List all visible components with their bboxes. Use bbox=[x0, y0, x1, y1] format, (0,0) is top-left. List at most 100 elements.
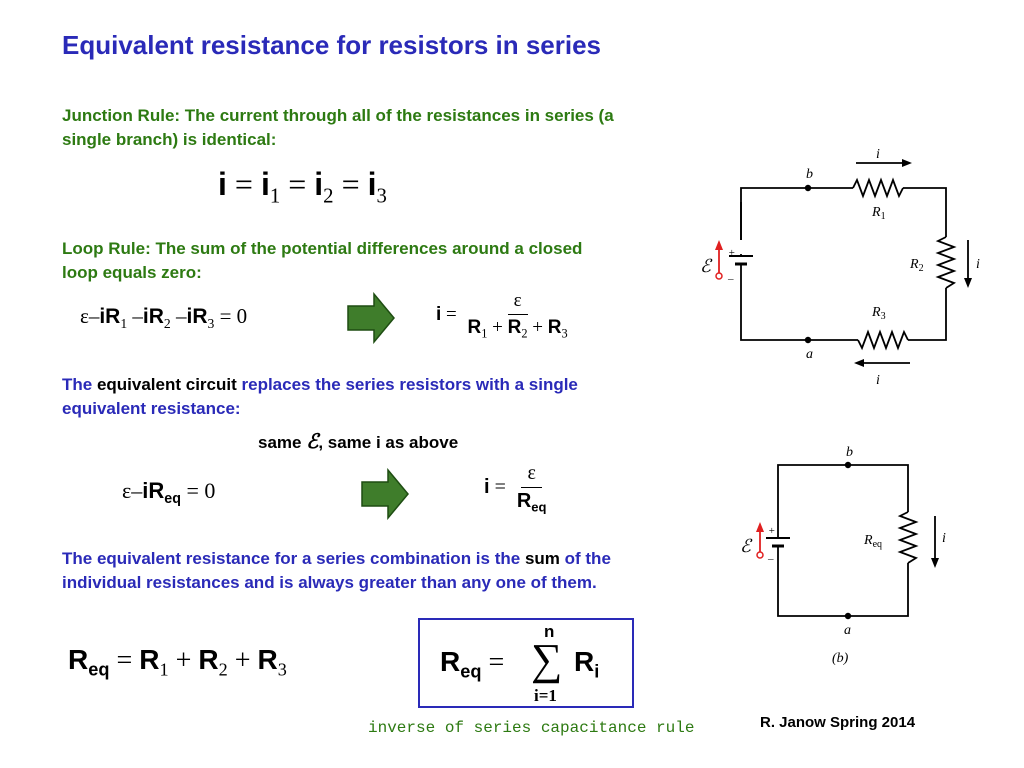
subscript: i bbox=[594, 661, 600, 682]
summation-lower-limit: i=1 bbox=[534, 686, 557, 705]
label-i: i bbox=[876, 373, 880, 388]
emf-symbol: ε bbox=[80, 304, 89, 328]
zero: 0 bbox=[236, 304, 248, 328]
label-plus: + bbox=[768, 525, 775, 537]
plus-sign: + bbox=[175, 645, 192, 676]
same-emf-note: same ℰ, same i as above bbox=[258, 430, 458, 455]
equals-sign: = bbox=[116, 645, 133, 676]
label-b: b bbox=[806, 167, 813, 182]
subscript: 1 bbox=[481, 326, 488, 341]
subscript: 2 bbox=[323, 184, 334, 208]
loop-rule-text: Loop Rule: The sum of the potential diff… bbox=[62, 239, 583, 282]
implies-arrow-icon bbox=[347, 292, 395, 344]
node-a bbox=[804, 336, 812, 344]
equals-sign: = bbox=[446, 304, 457, 326]
node-a bbox=[844, 612, 852, 620]
resistor-req-icon bbox=[897, 511, 919, 564]
node-b bbox=[844, 461, 852, 469]
resistor-r3-icon bbox=[857, 329, 909, 351]
series-sum-text: The equivalent resistance for a series c… bbox=[62, 547, 652, 595]
subscript: 2 bbox=[218, 659, 228, 680]
fraction: ε R1 + R2 + R3 bbox=[462, 290, 574, 341]
subscript: 3 bbox=[376, 184, 387, 208]
ir-term: iR bbox=[99, 305, 121, 328]
ir-term: iR bbox=[186, 305, 208, 328]
subscript: 3 bbox=[277, 659, 287, 680]
text-span: of the individual resistances and is alw… bbox=[62, 549, 611, 592]
subscript: 1 bbox=[269, 184, 281, 208]
text-span: The equivalent resistance for a series c… bbox=[62, 549, 525, 568]
junction-equation: i = i1 = i2 = i3 bbox=[218, 166, 387, 208]
page-title: Equivalent resistance for resistors in s… bbox=[62, 30, 602, 60]
plus-sign: + bbox=[492, 317, 503, 338]
highlight-text: equivalent circuit bbox=[96, 375, 237, 394]
subscript: eq bbox=[460, 661, 482, 682]
label-req: Req bbox=[863, 533, 882, 550]
wire bbox=[740, 187, 853, 202]
emf-symbol: ℰ bbox=[306, 431, 319, 453]
numerator: ε bbox=[507, 290, 528, 315]
capacitance-note: inverse of series capacitance rule bbox=[368, 719, 695, 737]
current-symbol: i bbox=[314, 166, 324, 202]
resistor-r2-icon bbox=[935, 236, 957, 289]
label-emf: ℰ bbox=[700, 256, 713, 276]
equals-sign: = bbox=[341, 166, 360, 202]
denominator: R1 + R2 + R3 bbox=[462, 315, 574, 341]
resistor-r1-icon bbox=[852, 177, 904, 199]
emf-arrowhead-icon bbox=[715, 240, 723, 250]
equals-sign: = bbox=[494, 475, 506, 498]
subscript: eq bbox=[88, 659, 110, 680]
equals-sign: = bbox=[234, 166, 253, 202]
summation-equation: Req = bbox=[440, 646, 504, 682]
label-i: i bbox=[976, 257, 980, 272]
current-symbol: i bbox=[367, 166, 377, 202]
junction-rule-text: Junction Rule: The current through all o… bbox=[62, 106, 614, 149]
subscript: eq bbox=[164, 491, 181, 507]
label-a: a bbox=[844, 623, 851, 638]
loop-equation: ε–iR1 –iR2 –iR3 = 0 bbox=[80, 304, 247, 332]
current-symbol: i bbox=[436, 304, 442, 326]
minus-sign: – bbox=[88, 304, 100, 328]
resistance-symbol: R bbox=[440, 646, 461, 677]
text-span: replaces the series resistors with a sin… bbox=[62, 375, 578, 418]
node-b bbox=[804, 184, 812, 192]
resistance-symbol: R bbox=[507, 317, 522, 338]
author-credit: R. Janow Spring 2014 bbox=[760, 714, 916, 731]
plus-sign: + bbox=[234, 645, 251, 676]
series-sum-equation: Req = R1 + R2 + R3 bbox=[68, 644, 287, 680]
resistance-symbol: R bbox=[198, 644, 219, 675]
emf-symbol: ε bbox=[122, 478, 132, 503]
equivalent-circuit-diagram: b a i Req ℰ + – (b) bbox=[740, 445, 946, 666]
current-symbol: i bbox=[260, 166, 270, 202]
ir-term: iR bbox=[142, 478, 165, 503]
resistance-symbol: R bbox=[547, 317, 562, 338]
minus-sign: – bbox=[131, 478, 143, 503]
resistance-symbol: R bbox=[257, 644, 278, 675]
current-symbol: i bbox=[484, 475, 490, 498]
summation-box bbox=[418, 618, 634, 708]
label-i: i bbox=[876, 147, 880, 162]
battery-gap bbox=[736, 240, 746, 254]
subscript: 2 bbox=[521, 326, 528, 341]
minus-sign: – bbox=[132, 304, 143, 328]
equivalent-solution-equation: i = ε Req bbox=[484, 462, 552, 515]
label-r2: R2 bbox=[909, 257, 924, 274]
current-arrowhead-icon bbox=[902, 159, 912, 167]
current-symbol: i bbox=[218, 166, 227, 202]
subscript: eq bbox=[531, 499, 547, 515]
label-emf: ℰ bbox=[740, 536, 753, 556]
plus-sign: + bbox=[532, 317, 543, 338]
minus-sign: – bbox=[175, 304, 187, 328]
numerator: ε bbox=[521, 462, 542, 488]
label-plus: + bbox=[728, 247, 735, 259]
label-minus: – bbox=[767, 553, 774, 565]
current-arrowhead-icon bbox=[964, 278, 972, 288]
subscript: 3 bbox=[207, 315, 215, 331]
label-a: a bbox=[806, 347, 813, 362]
figure-caption: (b) bbox=[832, 651, 849, 666]
label-r3: R3 bbox=[871, 305, 886, 322]
label-b: b bbox=[846, 445, 853, 460]
resistance-symbol: R bbox=[467, 317, 482, 338]
equals-sign: = bbox=[488, 647, 505, 678]
subscript: 1 bbox=[120, 315, 128, 331]
